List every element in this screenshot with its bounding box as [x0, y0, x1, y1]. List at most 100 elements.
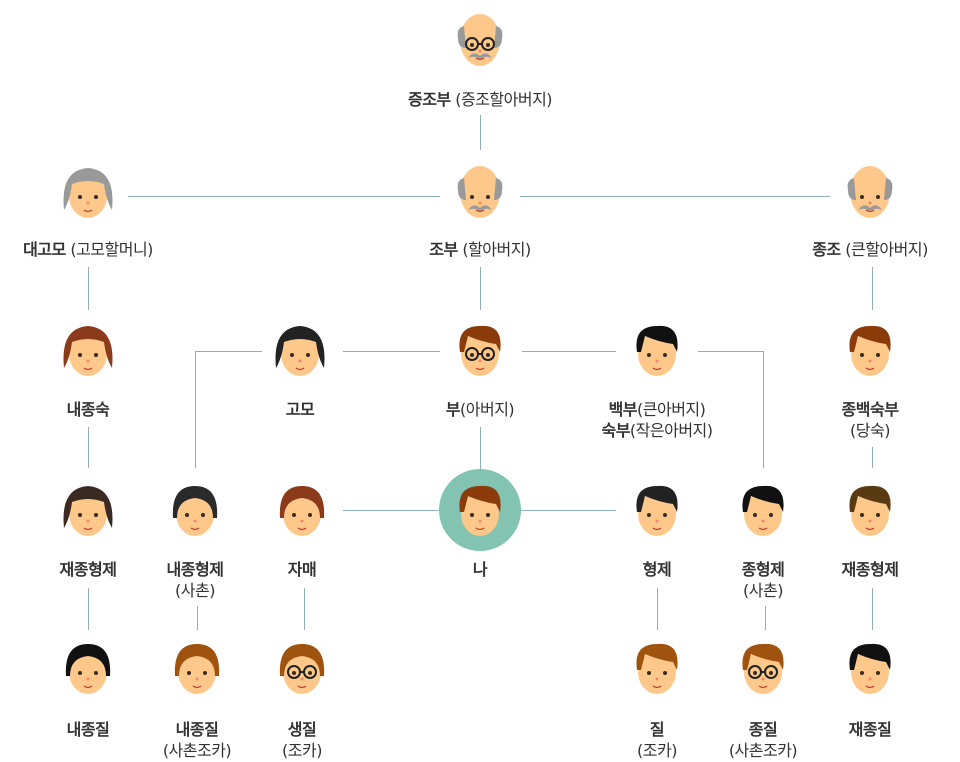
aunts-grandchild-avatar-icon: [56, 636, 120, 700]
relation-subline: (사촌조카): [87, 740, 307, 761]
aunt-avatar-icon: [268, 318, 332, 382]
fathers-cousin-avatar-icon: [838, 318, 902, 382]
relation-name: 내종질: [175, 720, 219, 739]
connector-line: [763, 351, 764, 468]
connector-line: [522, 351, 616, 352]
uncles-label: 백부(큰아버지)숙부(작은아버지): [547, 399, 767, 441]
second-cousin-right-label: 재종형제: [760, 559, 960, 580]
relation-name: 생질: [287, 720, 317, 739]
cousin-aunt-side-label: 내종형제 (사촌): [85, 559, 305, 601]
relation-subline: (사촌조카): [653, 740, 873, 761]
connector-line: [343, 351, 440, 352]
relation-line: 재종형제: [0, 559, 198, 580]
connector-line: [88, 588, 89, 630]
connector-line: [195, 351, 196, 468]
connector-line: [520, 510, 616, 511]
connector-line: [343, 510, 440, 511]
connector-line: [480, 115, 481, 150]
great-aunt-label: 대고모 (고모할머니): [0, 239, 198, 260]
great-grandfather-label: 증조부 (증조할아버지): [370, 89, 590, 110]
cousins-child-label: 종질(사촌조카): [653, 719, 873, 761]
uncles-avatar-icon: [625, 318, 689, 382]
relation-line: 재종질: [760, 719, 960, 740]
grandfather-avatar-icon: [448, 160, 512, 224]
relation-line: 내종질: [0, 719, 198, 740]
relation-line: 부(아버지): [370, 399, 590, 420]
relation-name: 내종질: [66, 720, 110, 739]
cousin-label: 종형제 (사촌): [653, 559, 873, 601]
relation-line: 종형제: [653, 559, 873, 580]
aunts-child-label: 내종숙: [0, 399, 198, 420]
connector-line: [872, 447, 873, 468]
second-cousins-child-label: 재종질: [760, 719, 960, 740]
father-label: 부(아버지): [370, 399, 590, 420]
grandfather-label: 조부 (할아버지): [370, 239, 590, 260]
sisters-child-avatar-icon: [270, 636, 334, 700]
relation-name: 나: [472, 560, 488, 579]
brothers-label: 형제: [547, 559, 767, 580]
relation-subtext: (사촌조카): [162, 741, 232, 760]
connector-line: [88, 267, 89, 310]
me-avatar-icon: [448, 478, 512, 542]
relation-subline: (사촌): [653, 580, 873, 601]
relation-line: 재종형제: [760, 559, 960, 580]
connector-line: [872, 267, 873, 310]
connector-line: [304, 588, 305, 630]
relation-name: 내종형제: [166, 560, 224, 579]
relation-name: 백부: [608, 400, 638, 419]
aunts-child-avatar-icon: [56, 318, 120, 382]
relation-subline: 숙부(작은아버지): [547, 420, 767, 441]
father-avatar-icon: [448, 318, 512, 382]
connector-line: [765, 606, 766, 630]
sisters-avatar-icon: [270, 478, 334, 542]
second-cousins-child-avatar-icon: [838, 636, 902, 700]
relation-subtext: (사촌): [175, 581, 215, 600]
relation-subtext: (조카): [637, 741, 677, 760]
relation-name: 종형제: [741, 560, 785, 579]
connector-line: [520, 196, 830, 197]
relation-subtext: (사촌): [743, 581, 783, 600]
relation-line: 자매: [192, 559, 412, 580]
cousins-child-aunt-side-label: 내종질 (사촌조카): [87, 719, 307, 761]
relation-line: 종백숙부: [760, 399, 960, 420]
connector-line: [480, 267, 481, 310]
relation-subline: (사촌): [85, 580, 305, 601]
relation-line: 증조부 (증조할아버지): [370, 89, 590, 110]
great-aunt-avatar-icon: [56, 160, 120, 224]
aunts-grandchild-label: 내종질: [0, 719, 198, 740]
relation-subtext: (당숙): [850, 421, 890, 440]
great-grandfather-avatar-icon: [448, 8, 512, 72]
relation-subtext: (작은아버지): [629, 421, 713, 440]
connector-line: [88, 427, 89, 468]
relation-subline: (조카): [547, 740, 767, 761]
relation-line: 대고모 (고모할머니): [0, 239, 198, 260]
relation-name: 조부: [429, 240, 458, 259]
second-cousin-left-avatar-icon: [56, 478, 120, 542]
relation-line: 종질: [653, 719, 873, 740]
fathers-cousin-label: 종백숙부(당숙): [760, 399, 960, 441]
relation-name: 재종형제: [841, 560, 899, 579]
relation-alias: (증조할아버지): [450, 90, 553, 109]
connector-line: [872, 588, 873, 630]
relation-name: 고모: [285, 400, 315, 419]
great-uncle-avatar-icon: [838, 160, 902, 224]
relation-name: 부: [445, 400, 461, 419]
relation-line: 고모: [190, 399, 410, 420]
connector-line: [195, 351, 262, 352]
cousins-child-avatar-icon: [731, 636, 795, 700]
connector-line: [197, 606, 198, 630]
relation-line: 내종질: [87, 719, 307, 740]
great-uncle-label: 종조 (큰할아버지): [760, 239, 960, 260]
relation-name: 질: [649, 720, 665, 739]
relation-line: 종조 (큰할아버지): [760, 239, 960, 260]
connector-line: [657, 588, 658, 630]
nephew-label: 질 (조카): [547, 719, 767, 761]
second-cousin-right-avatar-icon: [838, 478, 902, 542]
relation-alias: (고모할머니): [65, 240, 153, 259]
relation-line: 백부(큰아버지): [547, 399, 767, 420]
relation-alias: (큰아버지): [637, 400, 706, 419]
cousin-avatar-icon: [731, 478, 795, 542]
relation-alias: (큰할아버지): [840, 240, 928, 259]
relation-name: 내종숙: [66, 400, 110, 419]
